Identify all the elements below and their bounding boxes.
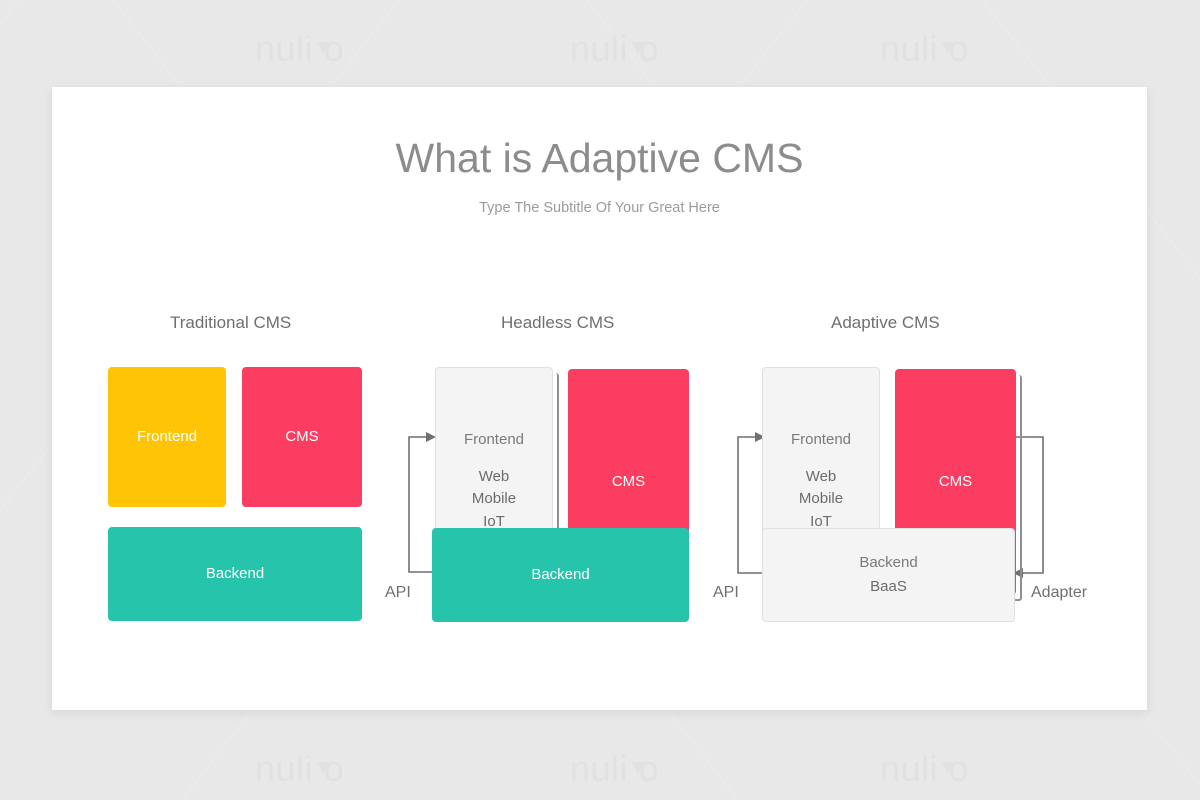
box-traditional-cms[interactable]: CMS [242, 367, 362, 507]
connector-label-adaptive-adapter: Adapter [1031, 584, 1088, 601]
box-label: CMS [285, 427, 319, 445]
box-sublabel: Web Mobile IoT [798, 467, 844, 530]
page-subtitle: Type The Subtitle Of Your Great Here [479, 200, 720, 216]
box-traditional-frontend[interactable]: Frontend [108, 367, 226, 507]
box-traditional-backend[interactable]: Backend [108, 527, 362, 621]
box-sublabel: Web Mobile IoT [471, 467, 517, 530]
box-label: CMS [611, 472, 646, 490]
watermark-text: nuli o [570, 28, 660, 69]
watermark-text: nuli o [880, 28, 970, 69]
connector-line-headless-api [408, 436, 432, 573]
connector-label-headless-api: API [385, 584, 411, 601]
box-label: Backend [205, 564, 265, 582]
slide-card: What is Adaptive CMS Type The Subtitle O… [52, 87, 1147, 710]
box-label: Backend [531, 565, 590, 583]
watermark-text: nuli o [570, 748, 660, 789]
connector-line-adaptive-api [737, 436, 762, 574]
box-sublabel: BaaS [870, 578, 907, 595]
watermark-text: nuli o [255, 748, 345, 789]
box-headless-backend[interactable]: Backend [432, 528, 689, 622]
box-label: Frontend [790, 431, 852, 448]
box-label: Backend [859, 553, 918, 571]
connector-line-adaptive-adapter [1016, 436, 1044, 574]
box-label: Frontend [463, 431, 525, 448]
background-diagonal-line [1180, 0, 1200, 800]
box-label: CMS [938, 472, 973, 490]
connector-label-adaptive-api: API [713, 584, 739, 601]
column-header-adaptive: Adaptive CMS [831, 313, 940, 332]
watermark-text: nuli o [880, 748, 970, 789]
watermark-text: nuli o [255, 28, 345, 69]
page-title: What is Adaptive CMS [395, 135, 804, 181]
column-header-traditional: Traditional CMS [170, 313, 292, 332]
column-header-headless: Headless CMS [501, 313, 615, 332]
box-label: Frontend [136, 427, 198, 445]
